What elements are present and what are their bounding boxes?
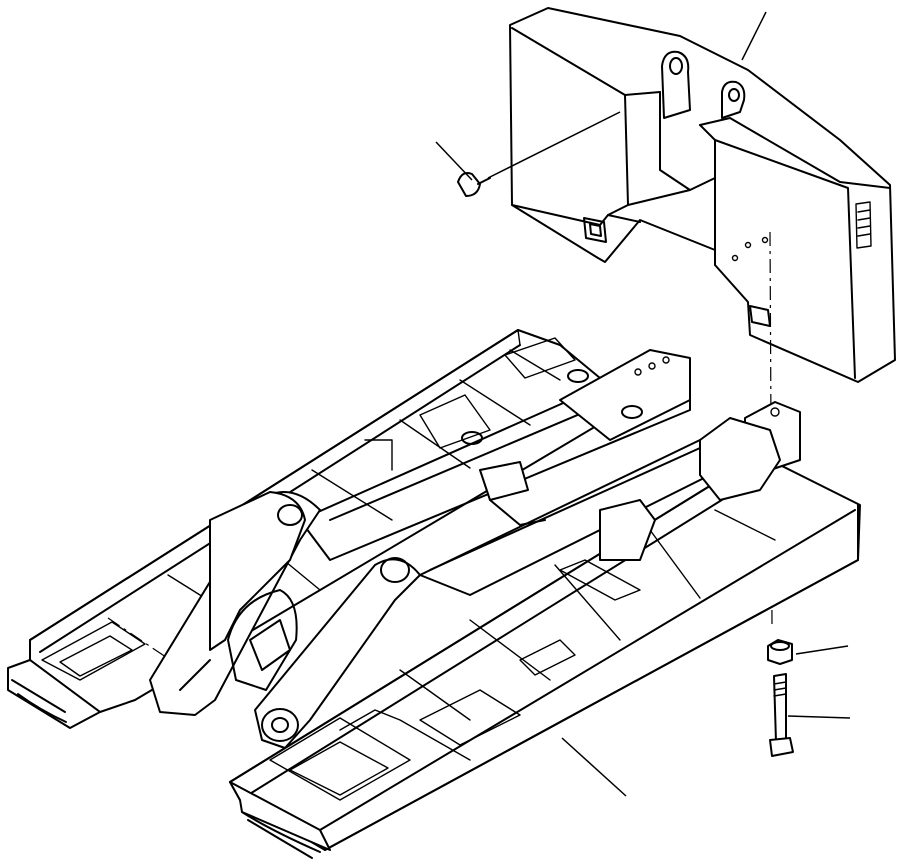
nut-leader xyxy=(795,645,849,655)
counterweight xyxy=(509,7,896,383)
counterweight-leader xyxy=(741,11,767,61)
mainframe-leader xyxy=(561,737,627,797)
rivet-leader xyxy=(435,141,473,181)
main-frame xyxy=(7,329,861,859)
bolt-leader xyxy=(787,715,851,719)
nut-icon xyxy=(767,639,793,665)
rivet-icon xyxy=(457,172,491,197)
rivet-axis xyxy=(487,111,621,179)
bolt-icon xyxy=(769,673,794,757)
